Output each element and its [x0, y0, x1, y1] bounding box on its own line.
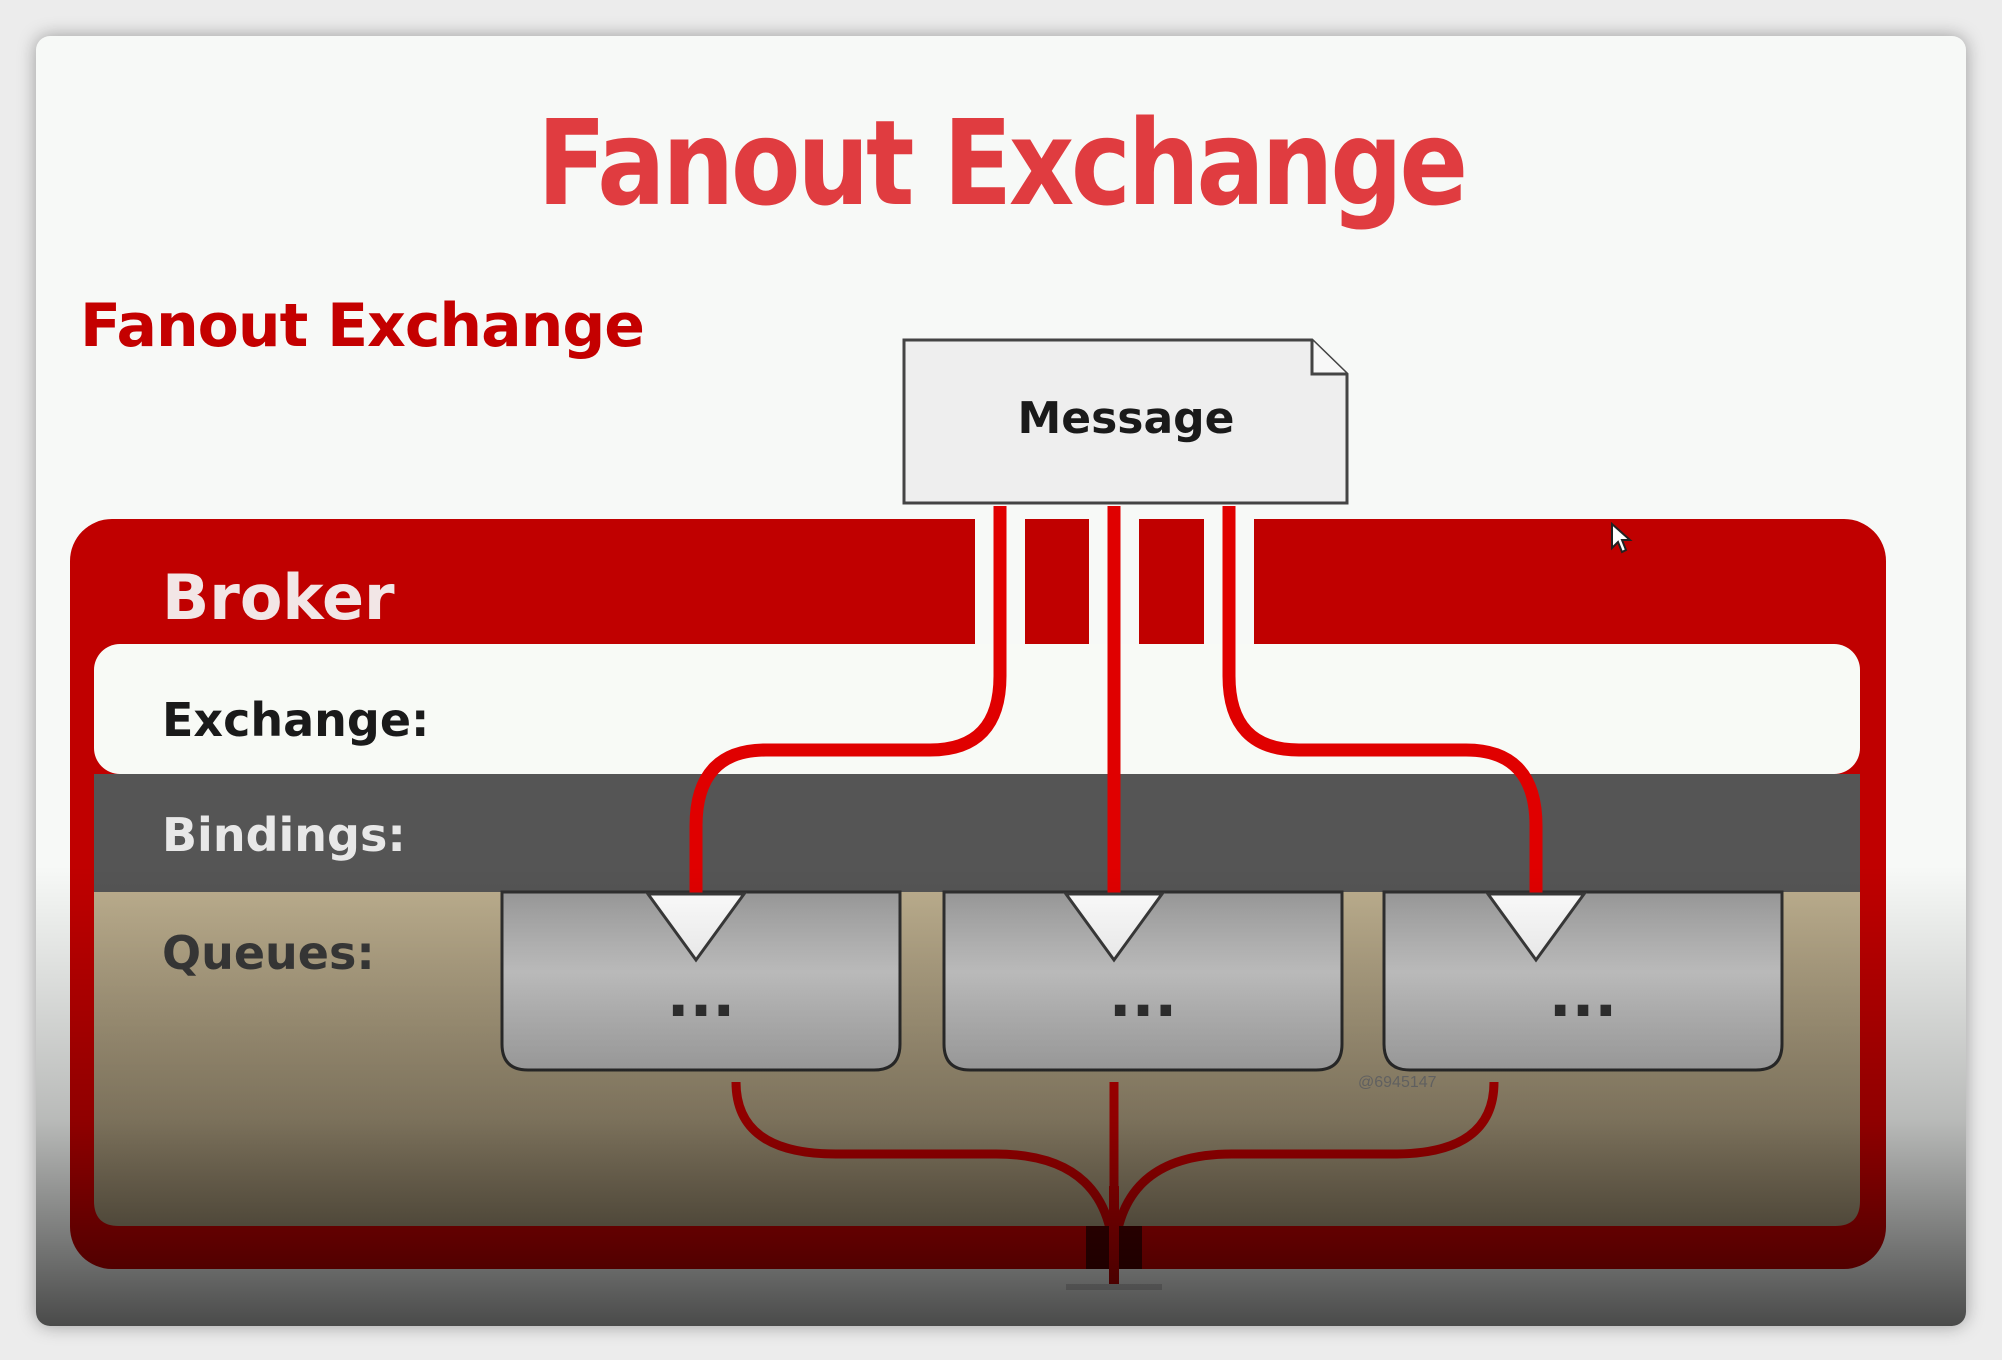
watermark: @6945147	[1358, 1074, 1437, 1091]
queues-row-label: Queues:	[162, 926, 375, 980]
queue-3: ...	[1382, 890, 1784, 1072]
queue-2-label: ...	[1109, 961, 1177, 1031]
message-box: Message	[902, 338, 1349, 505]
bindings-row	[94, 774, 1860, 892]
slide-title: Fanout Exchange	[537, 94, 1468, 232]
exchange-row	[94, 644, 1860, 774]
binding-arrow-2	[1063, 892, 1165, 963]
queue-1: ...	[500, 890, 902, 1072]
consumer-line-right	[1109, 1081, 1499, 1267]
route-line-right	[1222, 506, 1543, 896]
queue-1-label: ...	[667, 961, 735, 1031]
queue-3-label: ...	[1549, 961, 1617, 1031]
bindings-row-label: Bindings:	[162, 808, 406, 862]
route-line-left	[689, 506, 1007, 896]
consumer-line-left	[731, 1081, 1119, 1267]
message-label: Message	[1017, 393, 1234, 444]
fanout-diagram: ... ... ...	[70, 338, 1886, 1290]
binding-arrow-3	[1485, 892, 1587, 963]
slide: Fanout Exchange Fanout Exchange	[36, 36, 1966, 1326]
mouse-cursor-icon	[1611, 522, 1633, 554]
queue-2: ...	[942, 890, 1344, 1072]
exchange-row-label: Exchange:	[162, 693, 429, 747]
consumer-base-bar	[1066, 1284, 1162, 1290]
slide-subtitle: Fanout Exchange	[80, 291, 645, 361]
broker-label: Broker	[162, 561, 395, 634]
binding-arrow-1	[645, 892, 747, 963]
